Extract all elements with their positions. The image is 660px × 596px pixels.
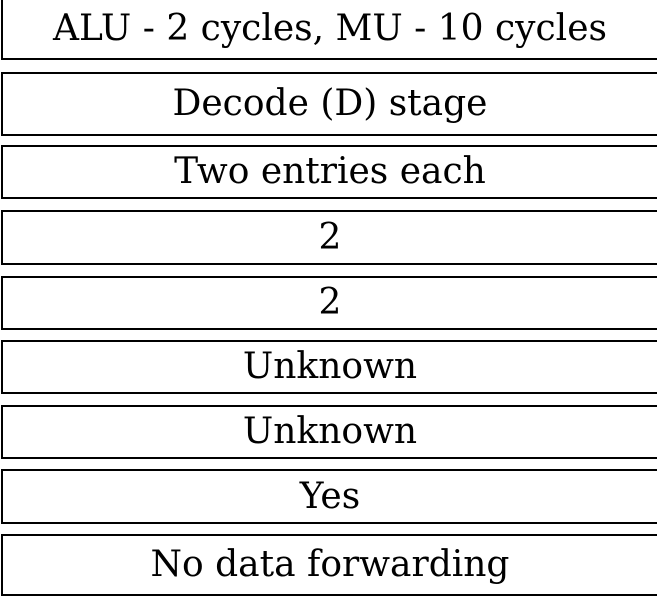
answer-cell-9: No data forwarding [1, 534, 657, 596]
answer-cell-8: Yes [1, 469, 657, 524]
answer-cell-4: 2 [1, 210, 657, 265]
answer-cell-1: ALU - 2 cycles, MU - 10 cycles [1, 0, 657, 60]
answer-cell-7: Unknown [1, 405, 657, 459]
answer-cell-2: Decode (D) stage [1, 72, 657, 136]
answer-cell-6: Unknown [1, 340, 657, 394]
answer-cell-3: Two entries each [1, 145, 657, 199]
answer-cell-5: 2 [1, 276, 657, 330]
